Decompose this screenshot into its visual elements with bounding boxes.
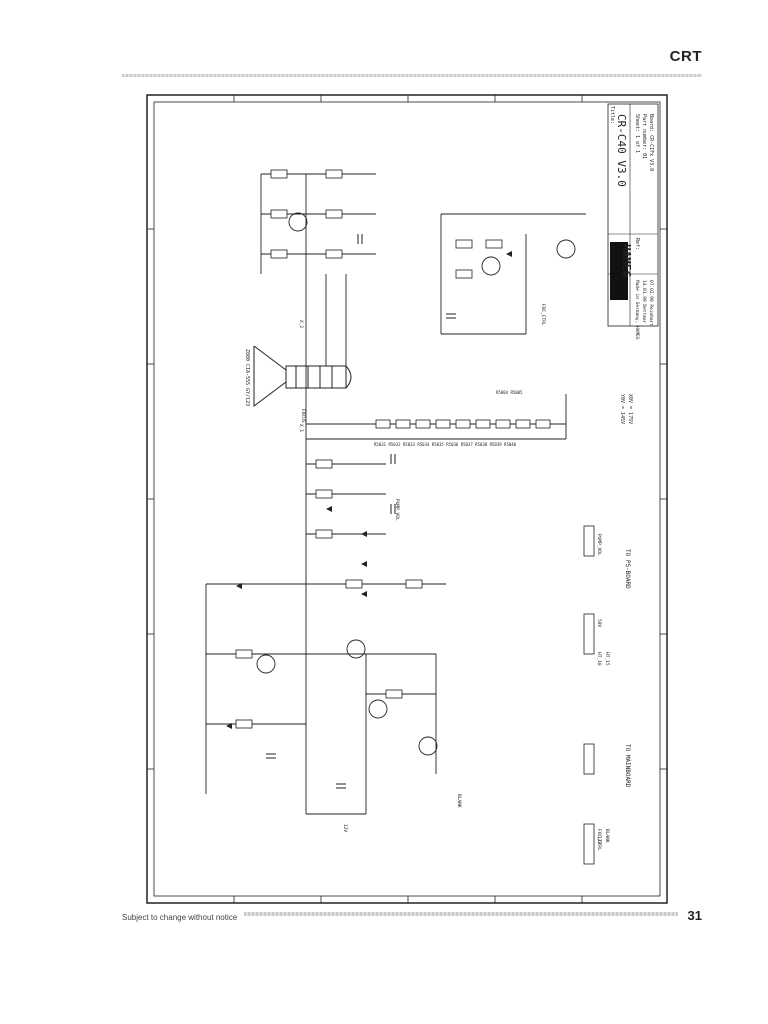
connector-headers [583,525,595,865]
v58-label: 58V [596,619,602,627]
hameg-logo-text: HAMEG [620,244,633,277]
capacitors [266,234,456,789]
sheet-frame-outer [146,94,668,904]
v12-label: 12V [342,824,348,832]
pump-vol-connector-label: PUMP_VOL [596,534,602,556]
focus-label: FOCUS [300,409,306,423]
crt-label: Z800 CIA-555 GY/123 [244,349,250,406]
voltage-note-1: Y0V = 145V [619,394,625,424]
title-label: Title: [609,106,615,124]
title-block-title: CR-C40 V3.0 [615,114,628,187]
x1-label: X_1 [298,424,304,432]
v12-connector-label: 12V [596,836,602,844]
page-title: CRT [669,48,702,65]
footer-note: Subject to change without notice [122,913,238,922]
sheet-frame-inner [153,101,661,897]
blank-label: BLANK [456,794,462,808]
ht15-label: HT_15 [604,652,610,666]
wiring [205,173,586,815]
footer-divider [244,912,678,916]
drawing-date: 07.02.99 Reinhart [648,280,654,326]
transistors [256,212,576,756]
part-number: Part number: 01 [641,114,647,159]
to-mainboard-label: TO MAINBOARD [624,744,631,788]
resistor-chain [375,419,551,429]
made-in: Made in Germany, HAMEG [634,280,640,340]
header-divider [122,74,702,77]
author: 14.01.99 Dettmer [641,280,647,324]
ref-label: Ref: [634,238,640,250]
title-block: HAMEG CR-C40 V3.0 Title: Sheet: 1 of 1 P… [607,103,659,340]
diodes [226,251,512,729]
big-resistor-label: R5004 R5005 [496,390,523,395]
foc-ctrl-label: FOC_CTRL [540,304,546,326]
schematic-sheet: HAMEG CR-C40 V3.0 Title: Sheet: 1 of 1 P… [146,94,668,904]
board-name: Board: CR-CIFx V3.0 [648,114,654,171]
passive-components [235,169,503,729]
x2-label: X_2 [298,320,304,328]
sheet-number: Sheet: 1 of 1 [634,114,640,153]
page-number: 31 [687,908,702,923]
blank-connector-label: BLANK [604,829,610,843]
voltage-note-2: X0V = 175V [627,394,633,424]
foc-ctrl-connector-label: FOC_CTRL [596,829,602,851]
schematic-drawing: HAMEG CR-C40 V3.0 Title: Sheet: 1 of 1 P… [146,94,668,904]
to-ps-board-label: TO PS-BOARD [624,549,631,589]
hameg-logo [610,242,628,300]
ht10-label: HT_10 [596,652,602,666]
crt-tube-symbol [253,345,352,407]
pump-vol-label: PUMP_VOL [394,499,400,521]
resistor-chain-label: R5031 R5032 R5033 R5034 R5035 R5036 R503… [374,442,517,447]
